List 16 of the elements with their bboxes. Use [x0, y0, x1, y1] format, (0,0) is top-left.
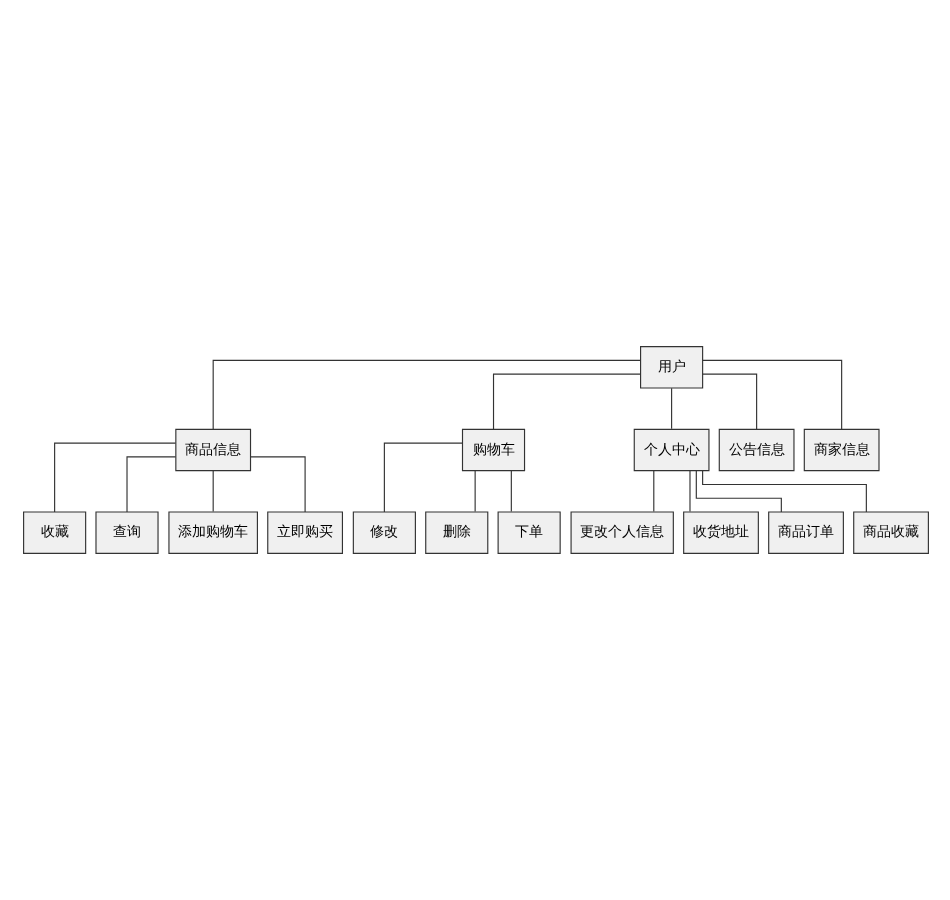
connector — [652, 470, 654, 513]
connector — [701, 470, 866, 513]
connector — [670, 387, 672, 430]
connector — [249, 456, 305, 513]
connector — [491, 373, 640, 430]
connector — [382, 442, 462, 513]
connector — [53, 442, 176, 513]
connector — [211, 359, 641, 430]
connector — [211, 470, 213, 513]
connector — [701, 359, 842, 430]
connector — [694, 470, 781, 513]
connector — [473, 470, 475, 513]
connector — [125, 456, 176, 513]
connector — [701, 373, 757, 430]
connector — [688, 470, 690, 513]
connector — [509, 470, 511, 513]
